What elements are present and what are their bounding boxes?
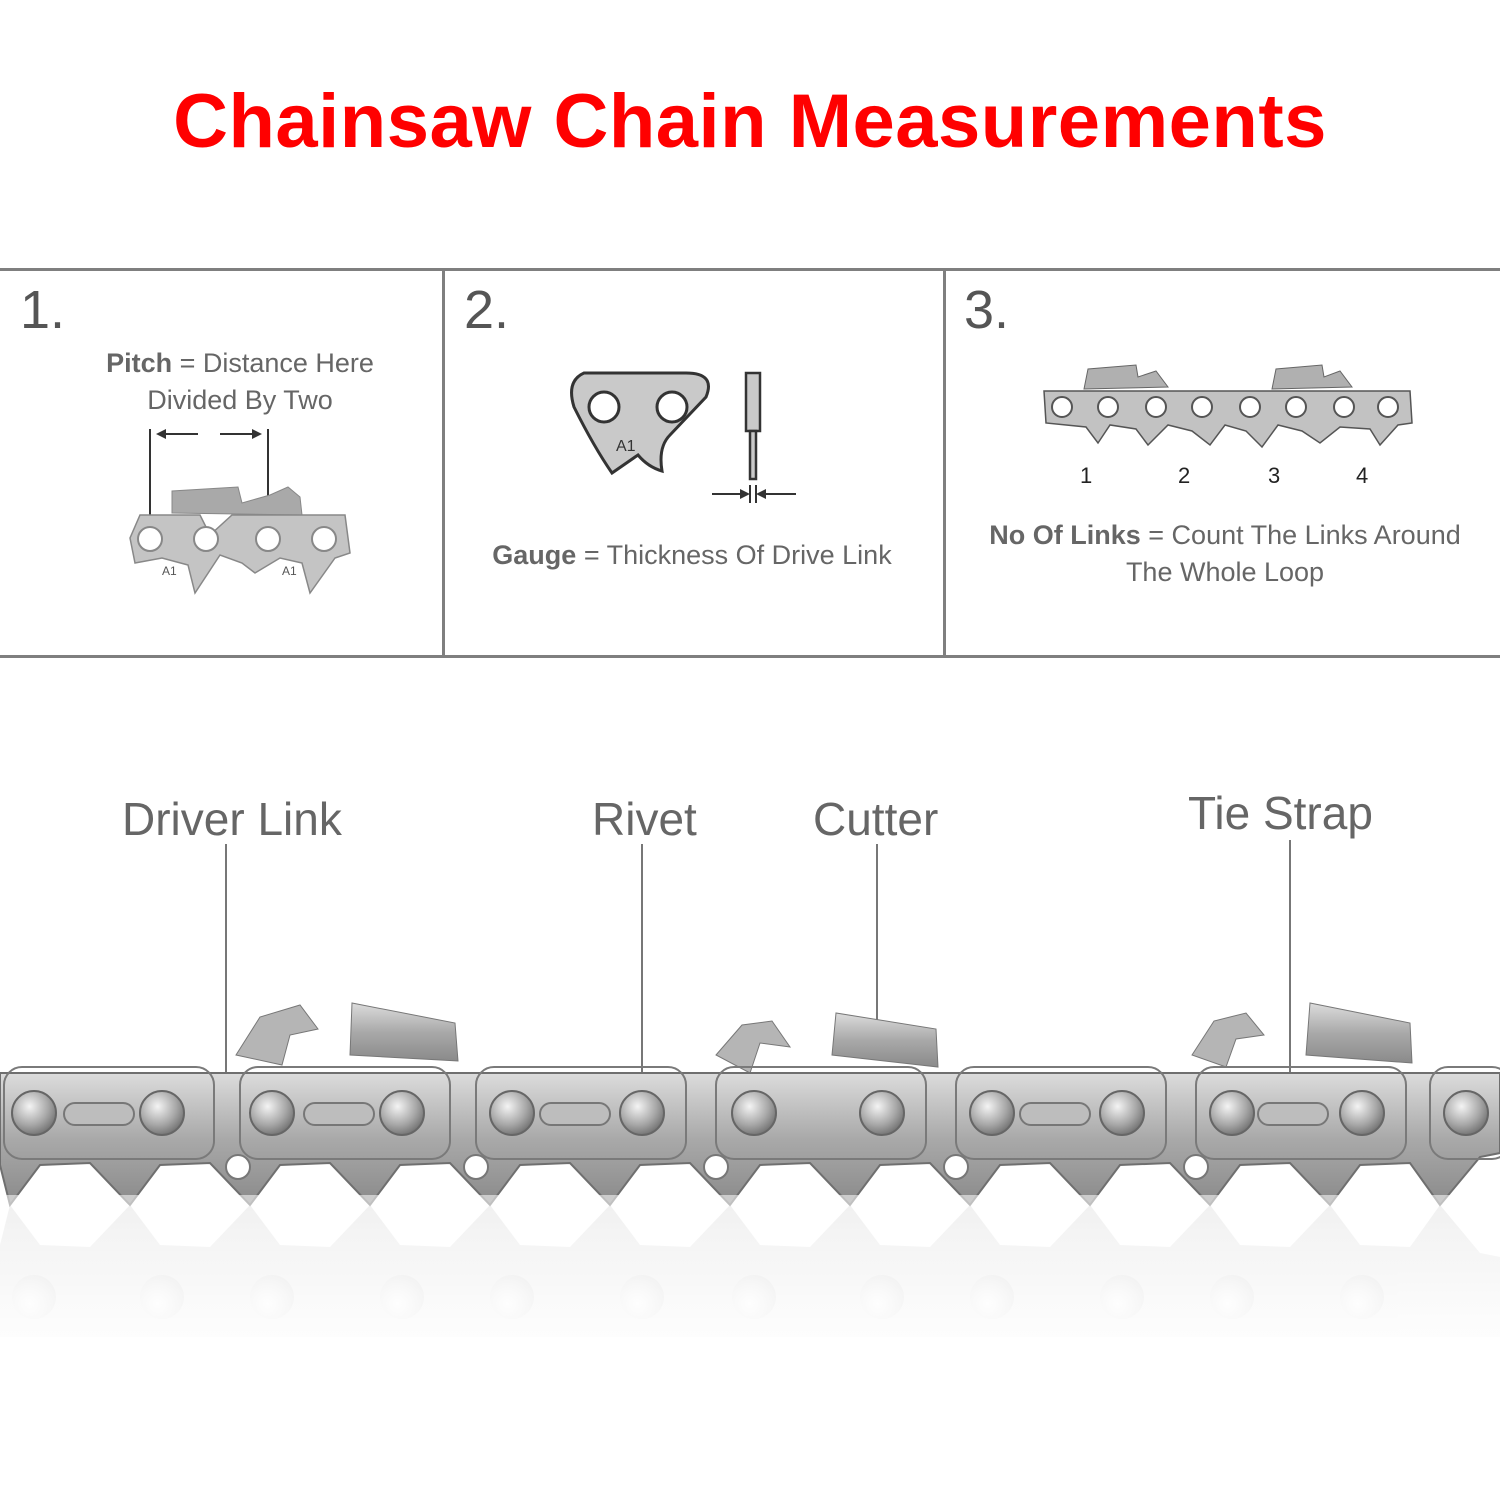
link-count-definition: = Count The Links Around <box>1148 520 1461 550</box>
pitch-definition-line2: Divided By Two <box>147 385 333 415</box>
link-count-label: 3 <box>1268 463 1280 488</box>
pitch-definition: = Distance Here <box>179 348 374 378</box>
gauge-caption: Gauge = Thickness Of Drive Link <box>452 537 932 574</box>
gauge-definition: = Thickness Of Drive Link <box>583 540 892 570</box>
link-count-caption: No Of Links = Count The Links Around The… <box>950 517 1500 591</box>
link-count-label: 4 <box>1356 463 1368 488</box>
part-label-cutter: Cutter <box>813 793 939 845</box>
pitch-diagram: A1 A1 <box>129 429 351 595</box>
part-label-rivet: Rivet <box>592 793 697 845</box>
link-count-label: 2 <box>1178 463 1190 488</box>
link-count-definition-line2: The Whole Loop <box>1125 557 1325 587</box>
pitch-term: Pitch <box>106 348 173 378</box>
leader-line-tie-strap <box>1289 840 1291 1120</box>
gauge-diagram: A1 <box>570 371 796 503</box>
link-count-diagram: 1 2 3 4 <box>1043 364 1413 488</box>
step-number: 1. <box>20 280 66 340</box>
page-title: Chainsaw Chain Measurements <box>173 79 1327 164</box>
pitch-caption: Pitch = Distance Here Divided By Two <box>40 345 440 419</box>
measurement-panels: 1. Pitch = Distance Here Divided By Two … <box>0 268 1500 658</box>
link-count-label: 1 <box>1080 463 1092 488</box>
gauge-term: Gauge <box>492 540 577 570</box>
step-number: 2. <box>464 280 510 340</box>
part-label-driver-link: Driver Link <box>122 793 342 845</box>
link-mark: A1 <box>282 564 297 578</box>
leader-line-driver-link <box>225 844 227 1114</box>
chain-illustration <box>0 1002 1500 1455</box>
panel-divider <box>943 271 946 655</box>
part-label-tie-strap: Tie Strap <box>1188 787 1373 839</box>
panel-divider <box>442 271 445 655</box>
leader-line-cutter <box>876 844 878 1034</box>
step-number: 3. <box>964 280 1010 340</box>
link-mark: A1 <box>616 438 636 455</box>
link-count-term: No Of Links <box>989 520 1141 550</box>
leader-line-rivet <box>641 844 643 1114</box>
link-mark: A1 <box>162 564 177 578</box>
